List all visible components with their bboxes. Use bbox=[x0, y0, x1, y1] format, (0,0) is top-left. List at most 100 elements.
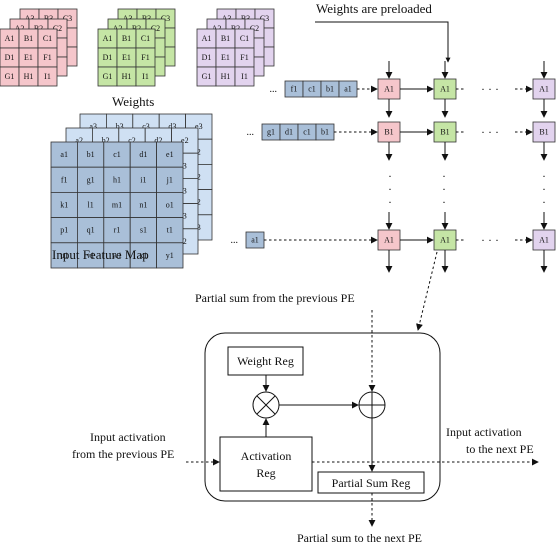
svg-text:o1: o1 bbox=[166, 201, 174, 210]
svg-text:A1: A1 bbox=[539, 85, 549, 94]
svg-text:c1: c1 bbox=[308, 85, 316, 94]
stream-cell: d1 bbox=[279, 123, 299, 141]
ifmap-cell: l1 bbox=[77, 191, 105, 218]
svg-text:a3: a3 bbox=[89, 122, 97, 131]
svg-text:A1: A1 bbox=[103, 34, 113, 43]
kernel-cell: G1 bbox=[0, 66, 20, 87]
svg-text:w1: w1 bbox=[112, 251, 122, 260]
kernel-cell: D1 bbox=[196, 47, 217, 68]
svg-text:a1: a1 bbox=[60, 150, 68, 159]
svg-text:e3: e3 bbox=[195, 122, 203, 131]
svg-text:A2: A2 bbox=[212, 24, 222, 33]
pe-cell: B1 bbox=[532, 121, 556, 143]
svg-text:d1: d1 bbox=[285, 128, 293, 137]
kernel-cell: C1 bbox=[37, 28, 58, 49]
svg-text:D1: D1 bbox=[103, 53, 113, 62]
svg-text:d1: d1 bbox=[139, 150, 147, 159]
svg-text:c3: c3 bbox=[142, 122, 150, 131]
svg-text:B1: B1 bbox=[221, 34, 230, 43]
svg-text:B2: B2 bbox=[34, 24, 43, 33]
svg-text:A2: A2 bbox=[113, 24, 123, 33]
kernel-cell: D1 bbox=[97, 47, 118, 68]
svg-text:b1: b1 bbox=[87, 150, 95, 159]
svg-text:c2: c2 bbox=[128, 136, 136, 145]
svg-text:B3: B3 bbox=[142, 14, 151, 23]
ifmap-cell: e1 bbox=[156, 141, 184, 168]
kernel-cell: A1 bbox=[0, 28, 20, 49]
weights-preloaded-label: Weights are preloaded bbox=[316, 1, 432, 16]
row-ellipsis: · · · bbox=[481, 82, 499, 96]
svg-text:2: 2 bbox=[197, 173, 201, 182]
kernel-cell: E1 bbox=[215, 47, 236, 68]
stream-cell: g1 bbox=[261, 123, 281, 141]
kernel-cell: F1 bbox=[135, 47, 156, 68]
kernel-cell: G1 bbox=[97, 66, 118, 87]
kernel-cell: I1 bbox=[135, 66, 156, 87]
svg-text:D1: D1 bbox=[202, 53, 212, 62]
svg-text:A3: A3 bbox=[25, 14, 35, 23]
partial-sum-reg-label: Partial Sum Reg bbox=[332, 476, 411, 490]
svg-text:·: · bbox=[542, 169, 546, 183]
svg-text:n1: n1 bbox=[139, 201, 147, 210]
kernel-cell: H1 bbox=[215, 66, 236, 87]
svg-text:B3: B3 bbox=[44, 14, 53, 23]
activation-reg-label-1: Activation bbox=[241, 449, 292, 463]
svg-text:H1: H1 bbox=[24, 72, 34, 81]
kernel-cell: I1 bbox=[37, 66, 58, 87]
svg-text:a1: a1 bbox=[251, 236, 259, 245]
stream-cell: a1 bbox=[338, 80, 358, 98]
svg-text:c1: c1 bbox=[113, 150, 121, 159]
pe-cell: A1 bbox=[433, 229, 457, 251]
preload-arrow bbox=[315, 21, 451, 63]
ifmap-cell: o1 bbox=[156, 191, 184, 218]
ifmap-cell: c1 bbox=[103, 141, 131, 168]
ifmap-cell: r1 bbox=[103, 217, 131, 244]
weight-reg-label: Weight Reg bbox=[237, 354, 294, 368]
stream-cell: a1 bbox=[245, 231, 265, 249]
ifmap-cell: n1 bbox=[129, 191, 157, 218]
svg-text:C2: C2 bbox=[53, 24, 62, 33]
ifmap-cell: p1 bbox=[50, 217, 78, 244]
row-continuation-dots: · · · · · · · · · bbox=[388, 169, 546, 209]
svg-text:b1: b1 bbox=[326, 85, 334, 94]
input-activation-prev-label-1: Input activation bbox=[90, 430, 166, 444]
svg-text:I1: I1 bbox=[44, 72, 51, 81]
kernel-cell: F1 bbox=[37, 47, 58, 68]
pe-cell: B1 bbox=[433, 121, 457, 143]
weights-label: Weights bbox=[112, 94, 154, 109]
svg-text:C2: C2 bbox=[250, 24, 259, 33]
svg-text:·: · bbox=[542, 182, 546, 196]
svg-text:B2: B2 bbox=[231, 24, 240, 33]
svg-text:F1: F1 bbox=[141, 53, 149, 62]
svg-text:·: · bbox=[442, 195, 446, 209]
ifmap-cell: q1 bbox=[77, 217, 105, 244]
svg-text:H1: H1 bbox=[122, 72, 132, 81]
svg-text:C3: C3 bbox=[260, 14, 269, 23]
ifmap-cell: a1 bbox=[50, 141, 78, 168]
svg-text:g1: g1 bbox=[87, 175, 95, 184]
multiplier-icon bbox=[256, 395, 276, 415]
kernel-cell: B1 bbox=[18, 28, 39, 49]
ifmap-cell: f1 bbox=[50, 166, 78, 193]
svg-text:m1: m1 bbox=[112, 201, 122, 210]
input-activation-prev-label-2: from the previous PE bbox=[72, 447, 174, 461]
svg-text:A3: A3 bbox=[123, 14, 133, 23]
svg-text:G1: G1 bbox=[103, 72, 113, 81]
stream-leading-dots: ... bbox=[270, 84, 278, 95]
svg-text:A1: A1 bbox=[202, 34, 212, 43]
ifmap-cell: j1 bbox=[156, 166, 184, 193]
kernel-cell: A1 bbox=[196, 28, 217, 49]
svg-text:C1: C1 bbox=[43, 34, 52, 43]
svg-text:e1: e1 bbox=[166, 150, 174, 159]
svg-text:b2: b2 bbox=[102, 136, 110, 145]
svg-text:·: · bbox=[388, 169, 392, 183]
svg-text:p1: p1 bbox=[60, 226, 68, 235]
svg-text:A1: A1 bbox=[384, 85, 394, 94]
ifmap-cell: x1 bbox=[129, 242, 157, 269]
pe-cell: A1 bbox=[532, 229, 556, 251]
activation-reg-label-2: Reg bbox=[256, 466, 275, 480]
stream-cell: c1 bbox=[297, 123, 317, 141]
input-feature-map-label: Input Feature Map bbox=[52, 247, 149, 262]
